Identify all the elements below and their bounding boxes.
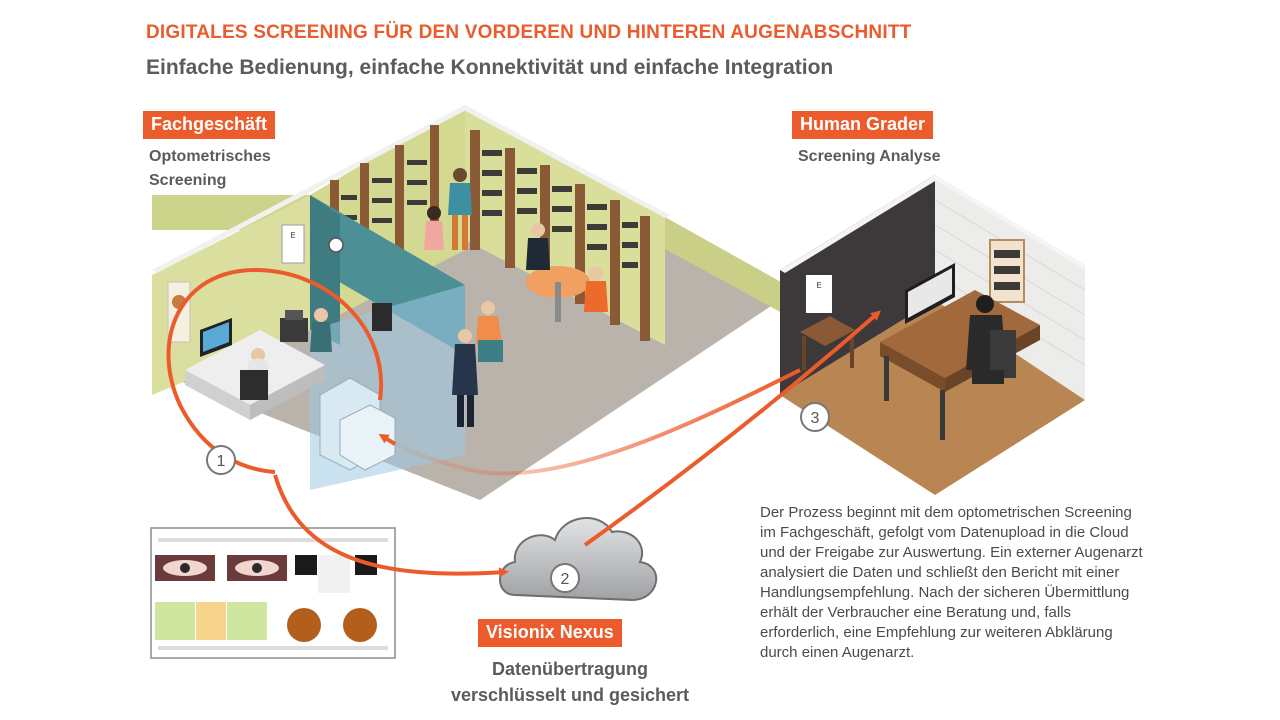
cloud-subtitle-line-2: verschlüsselt und gesichert xyxy=(450,685,690,705)
store-subtitle-line-1: Optometrisches xyxy=(149,148,271,165)
svg-text:E: E xyxy=(290,231,295,240)
header-title: DIGITALES SCREENING FÜR DEN VORDEREN UND… xyxy=(146,22,912,43)
step-3-marker: 3 xyxy=(800,402,830,432)
cloud-subtitle: Datenübertragung verschlüsselt und gesic… xyxy=(420,656,720,708)
step-1-label: 1 xyxy=(217,453,226,470)
store-room-illustration: E xyxy=(152,105,795,500)
grader-badge: Human Grader xyxy=(792,111,934,139)
step-2-label: 2 xyxy=(561,571,570,588)
process-description: Der Prozess beginnt mit dem optometrisch… xyxy=(760,504,1143,661)
store-subtitle: Optometrisches Screening xyxy=(149,145,271,193)
step-3-label: 3 xyxy=(811,410,820,427)
store-badge: Fachgeschäft xyxy=(143,111,276,139)
cloud-badge: Visionix Nexus xyxy=(478,619,622,647)
step-1-marker: 1 xyxy=(206,445,236,475)
report-document-icon xyxy=(150,527,396,659)
cloud-subtitle-line-1: Datenübertragung xyxy=(491,659,648,679)
grader-subtitle: Screening Analyse xyxy=(798,148,941,165)
svg-text:E: E xyxy=(816,281,821,290)
header-subtitle: Einfache Bedienung, einfache Konnektivit… xyxy=(146,56,834,79)
grader-office-illustration: E xyxy=(780,175,1086,495)
step-2-marker: 2 xyxy=(550,563,580,593)
cloud-icon xyxy=(499,517,658,602)
store-subtitle-line-2: Screening xyxy=(149,172,227,189)
